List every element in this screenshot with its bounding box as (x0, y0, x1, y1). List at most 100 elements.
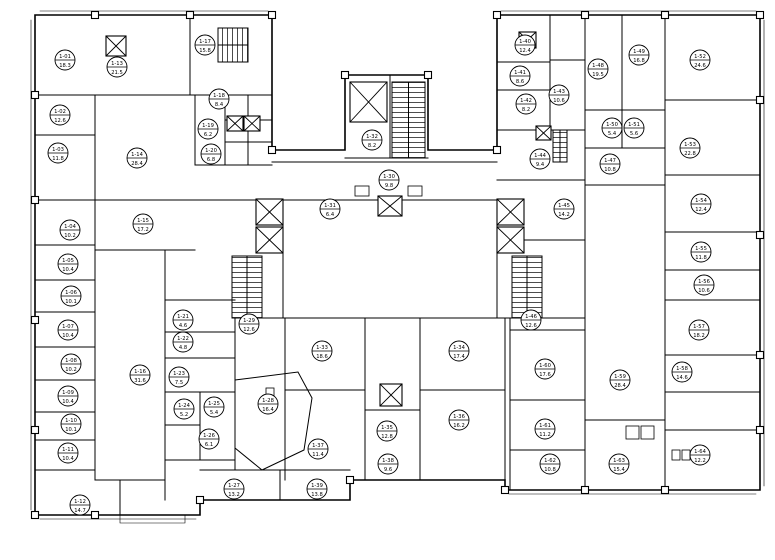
stair (231, 255, 263, 319)
column-marker (660, 485, 670, 495)
elevator-shaft (496, 226, 525, 254)
column-marker (580, 10, 590, 20)
room-number: 1-09 (62, 390, 74, 396)
room-number: 1-02 (54, 109, 66, 115)
room-area: 17.2 (137, 227, 149, 233)
room-number: 1-48 (592, 63, 604, 69)
room-area: 5.4 (210, 410, 219, 416)
column-marker (660, 10, 670, 20)
column-marker (755, 95, 765, 105)
column-marker (492, 10, 502, 20)
room-number: 1-36 (453, 414, 465, 420)
room-number: 1-10 (65, 418, 77, 424)
room-number: 1-52 (694, 54, 706, 60)
room-area: 28.4 (131, 161, 143, 167)
column-marker (267, 10, 277, 20)
elevator-shaft (349, 81, 388, 123)
room-number: 1-55 (695, 246, 707, 252)
stair (511, 255, 543, 319)
room-area: 31.6 (134, 378, 146, 384)
room-tag: 1-02 12.6 (49, 104, 71, 126)
room-tag: 1-328.2 (361, 129, 383, 151)
room-area: 10.2 (65, 367, 77, 373)
elevator-shaft (379, 383, 403, 407)
column-marker (492, 145, 502, 155)
room-area: 10.4 (62, 399, 74, 405)
room-area: 7.5 (175, 380, 183, 386)
room-area: 10.8 (544, 467, 556, 473)
room-area: 21.5 (111, 70, 123, 76)
room-number: 1-62 (544, 458, 556, 464)
room-tag: 1-418.6 (509, 65, 531, 87)
room-number: 1-38 (382, 458, 394, 464)
elevator-shaft (255, 226, 284, 254)
room-area: 15.4 (613, 467, 625, 473)
room-tag: 1-245.2 (173, 398, 195, 420)
fixture-rect (681, 449, 691, 461)
room-tags: 1-0118.31-0212.61-0311.81-0410.21-0510.4… (47, 34, 715, 516)
room-area: 22.8 (684, 151, 696, 157)
room-tag: 1-214.6 (172, 309, 194, 331)
room-area: 11.8 (52, 156, 64, 162)
room-number: 1-64 (694, 449, 706, 455)
room-tag: 1-389.6 (377, 453, 399, 475)
room-tag: 1-63 15.4 (608, 453, 630, 475)
room-area: 17.6 (539, 372, 551, 378)
room-number: 1-63 (613, 458, 625, 464)
room-area: 6.4 (326, 212, 335, 218)
elevator-shaft (226, 115, 244, 132)
room-area: 28.4 (614, 383, 626, 389)
fixture-rect (625, 425, 640, 440)
room-number: 1-32 (366, 134, 378, 140)
stair (391, 81, 426, 159)
column-marker (185, 10, 195, 20)
room-area: 13.2 (228, 492, 240, 498)
room-number: 1-28 (262, 398, 274, 404)
fixture-rect (354, 185, 370, 197)
room-number: 1-21 (177, 314, 189, 320)
column-marker (755, 230, 765, 240)
room-number: 1-56 (698, 279, 710, 285)
room-area: 10.4 (62, 333, 74, 339)
room-number: 1-33 (316, 345, 328, 351)
room-area: 12.4 (695, 207, 707, 213)
room-number: 1-44 (534, 153, 546, 159)
room-area: 12.6 (54, 118, 66, 124)
room-number: 1-26 (203, 433, 215, 439)
column-marker (340, 70, 350, 80)
room-area: 12.8 (381, 434, 393, 440)
column-marker (30, 425, 40, 435)
elevator-shaft (496, 198, 525, 226)
room-number: 1-18 (213, 93, 225, 99)
room-number: 1-23 (173, 371, 185, 377)
room-area: 14.2 (558, 212, 570, 218)
room-tag: 1-44 9.4 (529, 148, 551, 170)
room-number: 1-03 (52, 147, 64, 153)
room-area: 9.4 (536, 162, 545, 168)
elevator-shaft (243, 115, 261, 132)
column-marker (755, 350, 765, 360)
room-number: 1-46 (525, 314, 537, 320)
room-area: 12.4 (519, 48, 531, 54)
fixture-rect (640, 425, 655, 440)
room-tag: 1-09 10.4 (57, 385, 79, 407)
room-area: 10.6 (553, 98, 565, 104)
room-area: 6.1 (205, 442, 213, 448)
elevator-shaft (105, 35, 127, 57)
